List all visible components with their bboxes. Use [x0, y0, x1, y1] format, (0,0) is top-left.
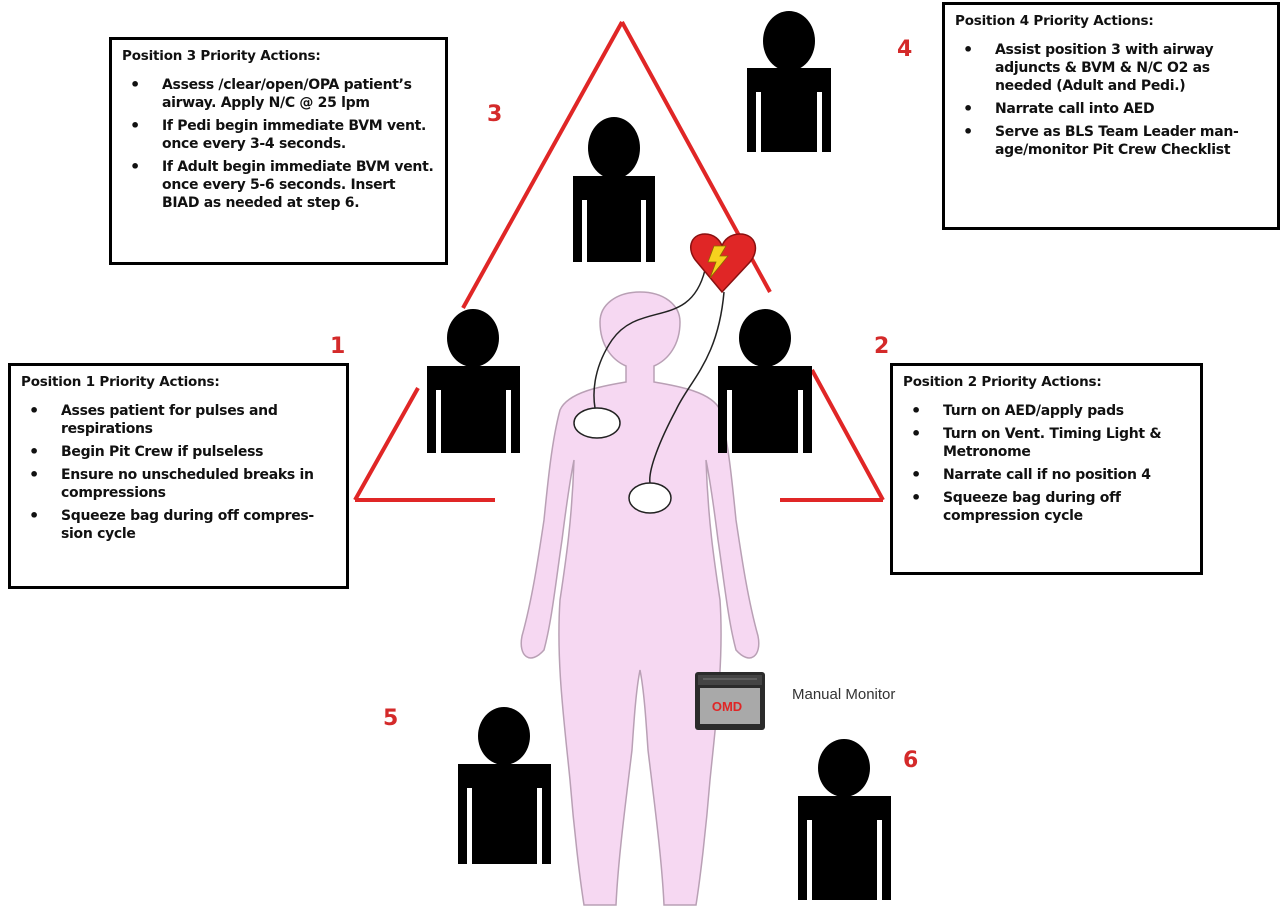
aed-pad-upper: [573, 407, 621, 439]
action-item: Ensure no unscheduled breaks in compress…: [21, 466, 336, 502]
position-1-action-list: Asses patient for pulses and respiration…: [21, 402, 336, 543]
action-item: Squeeze bag during off compres-sion cycl…: [21, 507, 336, 543]
position-2-title: Position 2 Priority Actions:: [903, 374, 1102, 390]
action-item: Assess /clear/open/OPA patient’s airway.…: [122, 76, 435, 112]
position-number-5: 5: [383, 706, 399, 731]
position-number-6: 6: [903, 748, 919, 773]
action-item: Narrate call into AED: [955, 100, 1267, 118]
rescuer-1-figure: [427, 309, 520, 453]
position-1-actions-box: Position 1 Priority Actions: Asses patie…: [8, 363, 349, 589]
position-number-3: 3: [487, 102, 503, 127]
aed-pad-lower: [628, 482, 672, 514]
patient-body: [520, 291, 760, 906]
position-4-actions-box: Position 4 Priority Actions: Assist posi…: [942, 2, 1280, 230]
position-3-actions-box: Position 3 Priority Actions: Assess /cle…: [109, 37, 448, 265]
action-item: Asses patient for pulses and respiration…: [21, 402, 336, 438]
rescuer-3-figure: [573, 117, 655, 262]
position-2-actions-box: Position 2 Priority Actions: Turn on AED…: [890, 363, 1203, 575]
action-item: Assist position 3 with airway adjuncts &…: [955, 41, 1267, 95]
aed-heart-icon: [689, 233, 757, 294]
rescuer-4-figure: [747, 11, 831, 152]
position-number-2: 2: [874, 334, 890, 359]
action-item: Begin Pit Crew if pulseless: [21, 443, 336, 461]
position-4-action-list: Assist position 3 with airway adjuncts &…: [955, 41, 1267, 159]
action-item: Turn on Vent. Timing Light & Metronome: [903, 425, 1190, 461]
position-number-4: 4: [897, 37, 913, 62]
position-2-action-list: Turn on AED/apply pads Turn on Vent. Tim…: [903, 402, 1190, 525]
rescuer-6-figure: [798, 739, 891, 900]
rescuer-5-figure: [458, 707, 551, 864]
action-item: Serve as BLS Team Leader man-age/monitor…: [955, 123, 1267, 159]
position-number-1: 1: [330, 334, 346, 359]
action-item: If Adult begin immediate BVM vent. once …: [122, 158, 435, 212]
aed-wire-1: [593, 269, 706, 409]
rescuer-2-figure: [718, 309, 812, 453]
aed-wire-2: [649, 291, 725, 484]
position-1-title: Position 1 Priority Actions:: [21, 374, 220, 390]
action-item: Turn on AED/apply pads: [903, 402, 1190, 420]
position-4-title: Position 4 Priority Actions:: [955, 13, 1154, 29]
manual-monitor-device: [695, 672, 765, 730]
action-item: Squeeze bag during off compression cycle: [903, 489, 1190, 525]
action-item: Narrate call if no position 4: [903, 466, 1190, 484]
position-3-title: Position 3 Priority Actions:: [122, 48, 321, 64]
position-3-action-list: Assess /clear/open/OPA patient’s airway.…: [122, 76, 435, 212]
monitor-screen-text: OMD: [712, 699, 742, 714]
action-item: If Pedi begin immediate BVM vent. once e…: [122, 117, 435, 153]
manual-monitor-label: Manual Monitor: [792, 686, 896, 703]
